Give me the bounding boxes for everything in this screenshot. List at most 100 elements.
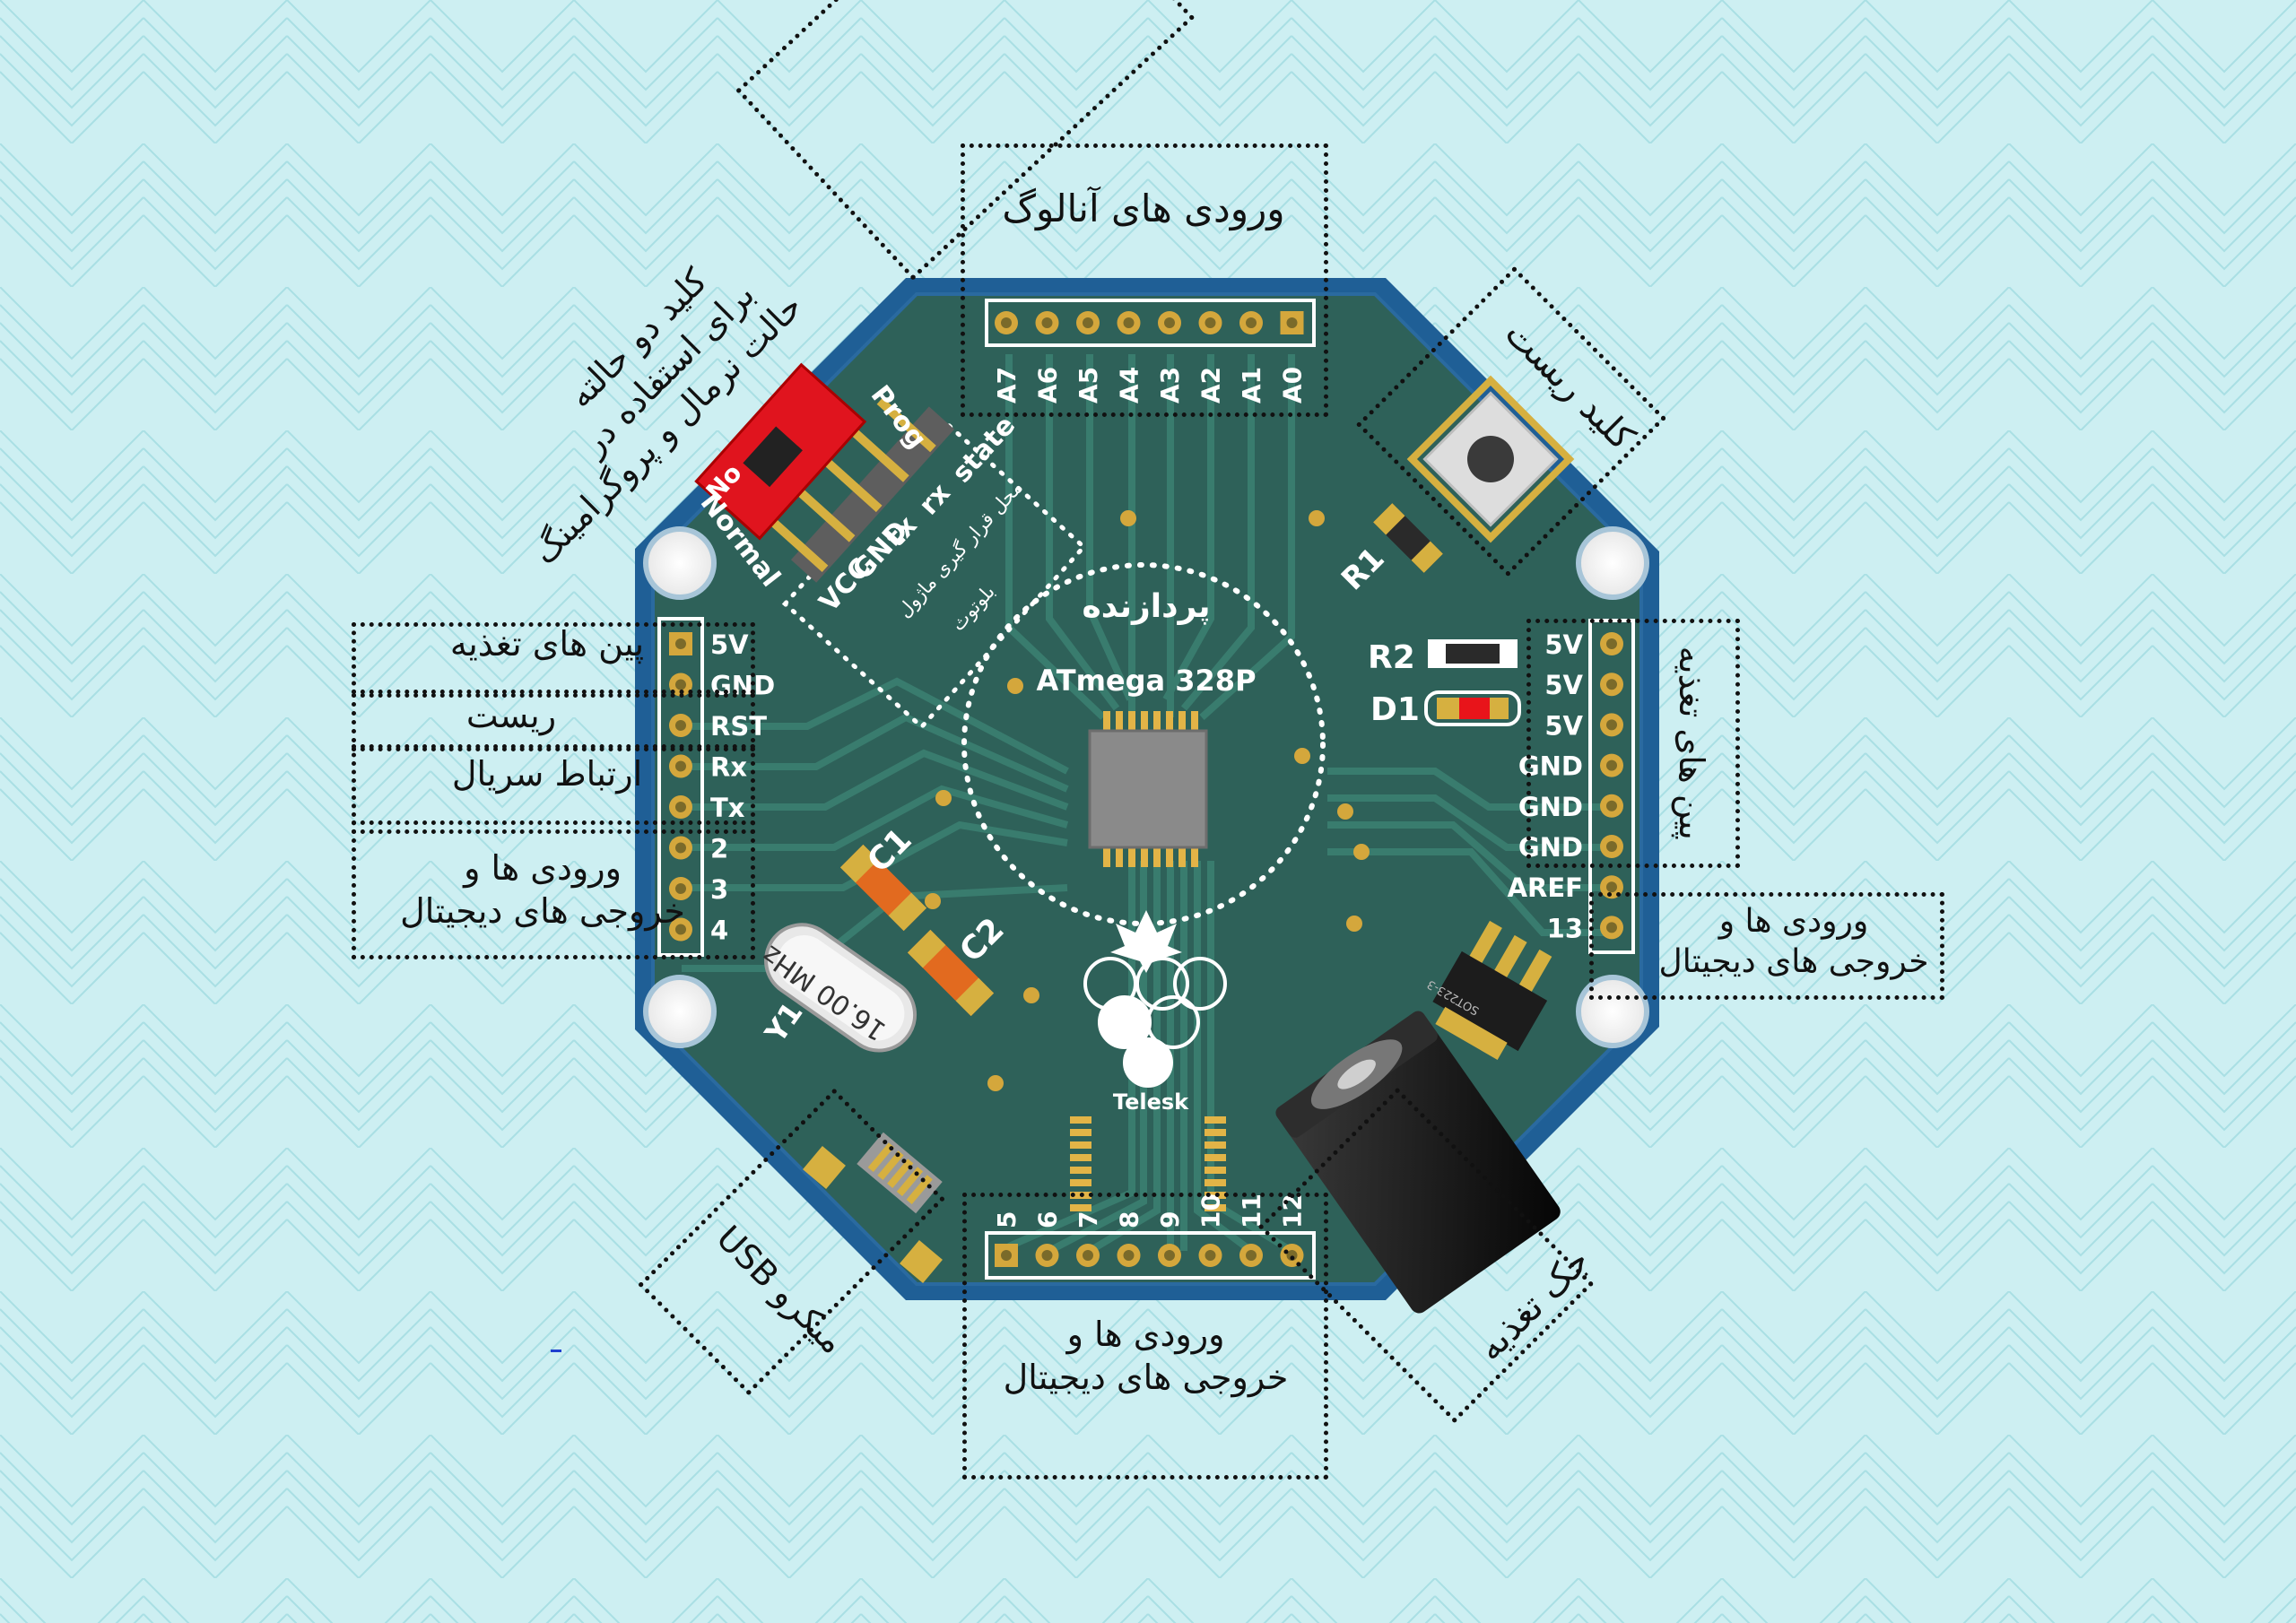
digital-right-label: ورودی ها و خروجی های دیجیتال [1655,901,1933,982]
left-pin-Tx[interactable] [669,795,692,819]
left-pin-label: 3 [710,874,728,905]
top-pin-label: A1 [1237,367,1266,404]
top-pin-A6[interactable] [1035,311,1059,334]
led-d1 [1424,690,1521,726]
bottom-pin-8[interactable] [1117,1244,1141,1267]
d1-label: D1 [1370,691,1420,728]
right-pin-label: 5V [1544,629,1583,660]
left-pin-RST[interactable] [669,714,692,737]
left-pin-2[interactable] [669,836,692,860]
top-pin-label: A5 [1074,367,1103,404]
bottom-pin-label: 7 [1074,1211,1103,1228]
right-pin-label: 5V [1544,670,1583,700]
bottom-pin-label: 10 [1196,1193,1226,1228]
analog-box [961,143,1328,417]
right-pin-GND[interactable] [1600,753,1623,777]
power-jack[interactable] [1272,1007,1564,1317]
digital-bottom-label: ورودی ها و خروجی های دیجیتال [978,1314,1314,1399]
left-pin-5V[interactable] [669,632,692,655]
digital-bottom-label-1: ورودی ها و [1066,1315,1225,1354]
digital-bottom-box [962,1193,1328,1480]
left-pin-label: Tx [710,793,745,823]
top-pin-A2[interactable] [1198,311,1222,334]
power-pins-right-label: پین های تغذیه [1671,646,1711,840]
processor-label: پردازنده [1082,588,1210,625]
power-pins-left-label: پین های تغذیه [449,624,645,664]
bottom-pin-6[interactable] [1035,1244,1059,1267]
top-pin-A4[interactable] [1117,311,1141,334]
left-pin-4[interactable] [669,917,692,942]
bottom-pin-12[interactable] [1280,1244,1304,1267]
bottom-pin-label: 11 [1237,1193,1266,1228]
reset-label: ریست [465,696,557,735]
top-header [985,299,1316,347]
left-pin-label: 4 [710,916,728,946]
reset-button-cap[interactable] [1467,436,1514,482]
right-pin-GND[interactable] [1600,835,1623,858]
bottom-pin-7[interactable] [1076,1244,1100,1267]
top-pin-label: A2 [1196,367,1226,404]
reset-box [352,693,755,751]
r2-label: R2 [1368,639,1415,676]
bottom-pin-11[interactable] [1239,1244,1263,1267]
micro-usb-port[interactable] [803,1132,943,1283]
right-pin-label: AREF [1508,872,1583,903]
right-pin-5V[interactable] [1600,713,1623,737]
crystal [764,923,918,1053]
left-pin-3[interactable] [669,877,692,900]
analog-inputs-label: ورودی های آنالوگ [1002,187,1285,230]
telesk-logo-text: Telesk [1113,1089,1189,1115]
top-pin-label: A6 [1033,367,1063,404]
right-pin-13[interactable] [1600,916,1623,940]
mode-switch[interactable] [694,362,867,541]
left-pin-label: 2 [710,834,728,864]
top-pin-A7[interactable] [995,311,1018,334]
top-pin-label: A4 [1115,367,1144,404]
top-pin-A3[interactable] [1158,311,1181,334]
power-left-box [352,622,755,694]
mounting-hole-icon [643,526,1649,1048]
digital-left-box [352,820,755,959]
capacitor-c2 [907,929,995,1017]
left-pin-Rx[interactable] [669,754,692,778]
right-pin-label: 13 [1547,913,1583,943]
bottom-pin-5[interactable] [995,1244,1018,1267]
digital-right-label-2: خروجی های دیجیتال [1658,943,1929,980]
serial-box [352,744,755,834]
resistor-r2 [1428,639,1518,668]
top-pin-A5[interactable] [1076,311,1100,334]
voltage-regulator [1432,920,1552,1060]
bottom-pin-label: 6 [1033,1211,1063,1228]
top-pin-label: A7 [992,367,1022,404]
telesk-logo [1083,910,1227,1088]
bottom-pin-label: 5 [992,1211,1022,1228]
bottom-pin-label: 12 [1278,1193,1308,1228]
left-pin-label: 5V [710,629,749,660]
right-pin-label: 5V [1544,710,1583,741]
digital-right-label-1: ورودی ها و [1718,903,1869,940]
resistor-r1 [1373,503,1443,573]
power-right-box [1526,619,1740,868]
right-pin-5V[interactable] [1600,673,1623,697]
right-pin-GND[interactable] [1600,794,1623,818]
digital-left-label-1: ورودی ها و [464,848,622,888]
left-pin-label: Rx [710,752,747,783]
left-pin-label: RST [710,711,767,742]
top-pin-A1[interactable] [1239,311,1263,334]
bluetooth-zone [781,421,1087,731]
bottom-pin-10[interactable] [1198,1244,1222,1267]
right-pin-5V[interactable] [1600,632,1623,655]
processor-zone [961,562,1326,926]
top-pin-A0[interactable] [1280,311,1304,334]
chip-name: ATmega 328P [1036,664,1256,698]
bottom-pin-label: 9 [1155,1211,1185,1228]
digital-left-label: ورودی ها و خروجی های دیجیتال [359,847,726,933]
bottom-pin-9[interactable] [1158,1244,1181,1267]
digital-left-label-2: خروجی های دیجیتال [400,890,685,931]
digital-bottom-label-2: خروجی های دیجیتال [1003,1357,1289,1397]
top-pin-label: A3 [1155,367,1185,404]
bt-pin-header [769,397,955,583]
serial-label: ارتباط سریال [451,754,643,794]
traces [682,354,1614,1254]
